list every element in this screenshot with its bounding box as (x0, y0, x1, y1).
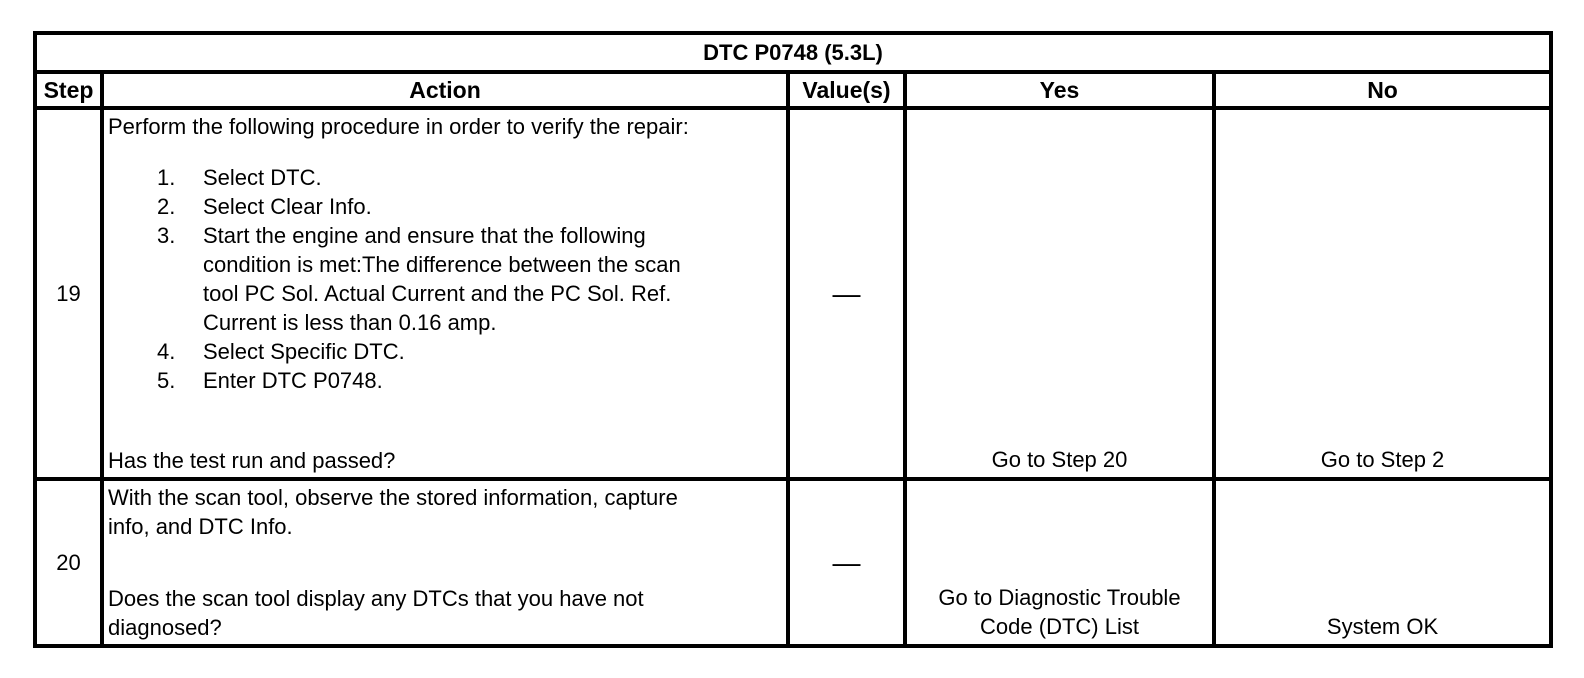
yes-cell: Go to Diagnostic Trouble Code (DTC) List (938, 585, 1181, 639)
list-item-text: Start the engine and ensure that the fol… (203, 223, 681, 335)
dtc-diagnostic-table: DTC P0748 (5.3L) Step Action Value(s) Ye… (32, 31, 1554, 648)
spacer (108, 541, 782, 584)
values-cell: — (790, 481, 903, 644)
list-item-text: Enter DTC P0748. (203, 368, 383, 393)
col-header-action: Action (100, 70, 790, 110)
list-item-number: 2. (157, 194, 176, 219)
list-item: 2. Select Clear Info. (108, 192, 782, 221)
em-dash: — (832, 547, 861, 578)
step-number: 19 (56, 281, 81, 306)
list-item: 3. Start the engine and ensure that the … (108, 221, 782, 337)
em-dash: — (832, 278, 861, 309)
title-row: DTC P0748 (5.3L) (32, 31, 1554, 74)
table-row-step-20: 20 With the scan tool, observe the store… (33, 477, 1554, 648)
list-item-number: 5. (157, 368, 176, 393)
no-cell: System OK (1326, 614, 1439, 639)
action-intro: Perform the following procedure in order… (108, 114, 689, 139)
no-cell: Go to Step 2 (1320, 447, 1445, 472)
action-question: Does the scan tool display any DTCs that… (108, 586, 644, 640)
list-item-text: Select Specific DTC. (203, 339, 405, 364)
list-item: 5. Enter DTC P0748. (108, 366, 782, 395)
list-item-number: 1. (157, 165, 176, 190)
list-item-number: 3. (157, 223, 176, 248)
header-row: Step Action Value(s) Yes No (33, 70, 1554, 110)
col-header-yes: Yes (903, 70, 1216, 110)
table-title: DTC P0748 (5.3L) (32, 31, 1554, 74)
list-item-number: 4. (157, 339, 176, 364)
action-intro: With the scan tool, observe the stored i… (108, 485, 678, 539)
spacer (108, 395, 782, 446)
col-header-values: Value(s) (786, 70, 907, 110)
list-item: 4. Select Specific DTC. (108, 337, 782, 366)
step-number: 20 (56, 550, 81, 575)
values-cell: — (790, 110, 903, 477)
yes-cell: Go to Step 20 (991, 447, 1128, 472)
table-row-step-19: 19 Perform the following procedure in or… (33, 106, 1554, 481)
col-header-no: No (1211, 70, 1554, 110)
list-item: 1. Select DTC. (108, 163, 782, 192)
action-numbered-list: 1. Select DTC. 2. Select Clear Info. 3. … (108, 163, 782, 395)
list-item-text: Select Clear Info. (203, 194, 372, 219)
col-header-step: Step (33, 70, 104, 110)
action-question: Has the test run and passed? (108, 448, 396, 473)
action-cell: With the scan tool, observe the stored i… (104, 481, 786, 644)
action-cell: Perform the following procedure in order… (104, 110, 786, 477)
list-item-text: Select DTC. (203, 165, 322, 190)
